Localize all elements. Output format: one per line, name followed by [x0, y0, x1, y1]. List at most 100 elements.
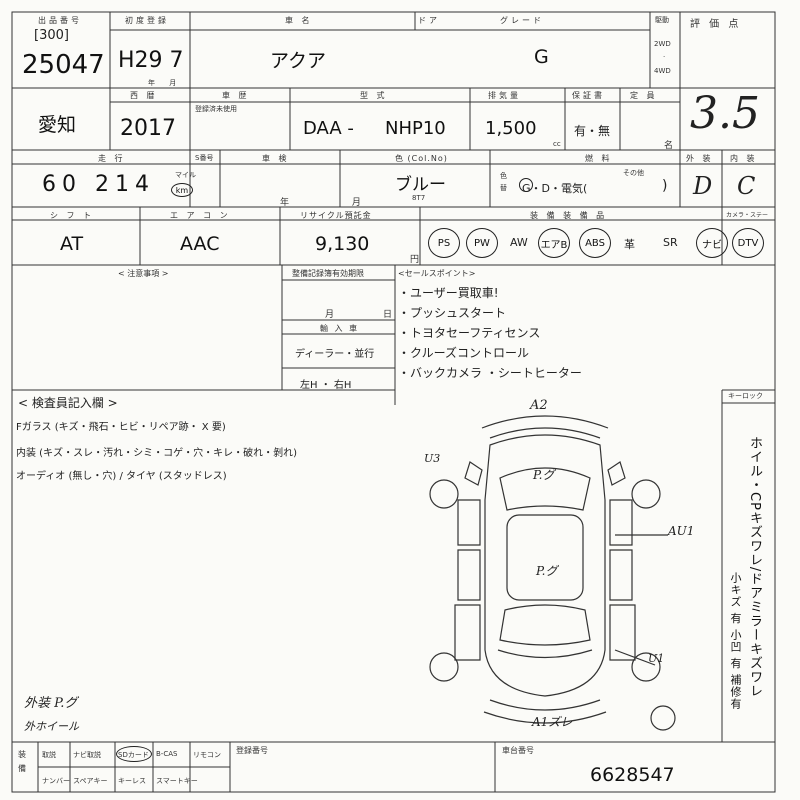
keyless-label: キーロック: [728, 392, 763, 400]
diagram-mark-rear-right: U1: [648, 652, 665, 665]
region: 愛知: [38, 114, 77, 136]
mile-unit: マイル: [175, 171, 196, 179]
footer-item: リモコン: [193, 751, 221, 759]
history-label: 車 歴: [222, 91, 250, 100]
model-label: 型 式: [360, 91, 388, 100]
drive-label: 駆動: [655, 16, 669, 24]
lot-prefix: [300]: [34, 28, 69, 43]
drive-2wd: 2WD: [654, 40, 671, 48]
lot-number: 25047: [22, 50, 105, 80]
diagram-mark-body: P.グ: [536, 564, 558, 578]
first-reg-value: H29 7: [118, 48, 184, 73]
diagram-mark-front: A2: [530, 398, 548, 413]
fuel-value: G・D・電気(: [522, 182, 588, 195]
ac-label: エ ア コ ン: [170, 211, 231, 220]
sales-point-item: ・プッシュスタート: [398, 306, 507, 320]
diagram-mark-left: U3: [424, 452, 441, 465]
color-label: 色 (Col.No): [395, 154, 448, 163]
sd-card-circle: [116, 746, 152, 762]
inspector-title: < 検査員記入欄 >: [18, 396, 118, 410]
side-note-repair: 小キズ 有 小凹 有 補修有: [729, 572, 742, 710]
day-label: 日: [383, 310, 393, 320]
dealer-value: ディーラー・並行: [295, 349, 375, 360]
grade-label: グレード: [500, 16, 544, 25]
equipment-item: ABS: [579, 228, 611, 258]
cc-unit: cc: [553, 140, 561, 148]
inspector-line3: オーディオ (無し・穴) / タイヤ (スタッドレス): [16, 471, 227, 482]
displacement-value: 1,500: [485, 118, 537, 139]
recycle-value: 9,130: [315, 233, 370, 255]
mileage-label: 走 行: [98, 154, 126, 163]
color-code: 8T7: [412, 194, 426, 202]
sales-point-item: ・ユーザー買取車!: [398, 286, 499, 300]
footer-item: スマートキー: [156, 777, 198, 785]
fuel-g-circle: [519, 178, 533, 192]
handwritten-note-exterior: 外装 P.グ: [24, 696, 78, 711]
model-value: NHP10: [385, 118, 446, 139]
footer-equip-header: 装備: [18, 750, 26, 773]
history-note: 登録済未使用: [195, 105, 237, 113]
equipment-item: PW: [466, 228, 498, 258]
s-number-label: S番号: [195, 154, 214, 162]
caution-label: < 注意事項 >: [118, 269, 169, 278]
maint-label: 保証書: [572, 91, 605, 100]
month-label: 月: [325, 310, 335, 320]
first-reg-label: 初度登録: [125, 16, 169, 25]
recycle-label: リサイクル預託金: [300, 211, 372, 220]
model-prefix: DAA -: [303, 118, 354, 139]
sales-point-item: ・トヨタセーフティセンス: [398, 326, 541, 340]
car-name-label: 車 名: [285, 16, 313, 25]
inspection-label: 車 検: [262, 154, 290, 163]
import-label: 輸 入 車: [320, 324, 360, 333]
equipment-item: PS: [428, 228, 460, 258]
sales-point-item: ・バックカメラ ・シートヒーター: [398, 366, 582, 380]
fuel-label: 燃 料: [585, 154, 613, 163]
sales-point-item: ・クルーズコントロール: [398, 346, 530, 360]
drive-4wd: 4WD: [654, 67, 671, 75]
equipment-item: エアB: [538, 228, 570, 258]
diagram-mark-right: AU1: [668, 524, 695, 538]
shift-value: AT: [60, 233, 84, 255]
score-value: 3.5: [690, 88, 760, 139]
capacity-unit: 名: [664, 141, 674, 151]
equipment-item: ナビ: [696, 228, 728, 258]
maint-value: 有・無: [574, 124, 611, 138]
footer-item: B-CAS: [156, 750, 178, 758]
grade-value: G: [534, 46, 549, 68]
equipment-label: 装 備 装 備 品: [530, 211, 608, 220]
footer-item: キーレス: [118, 777, 146, 785]
door-label: ドア: [418, 16, 440, 25]
year-value: 2017: [120, 116, 176, 141]
sales-points-label: <セールスポイント>: [398, 269, 476, 278]
year-month-label: 年 月: [148, 79, 183, 87]
year-label: 西 暦: [130, 91, 158, 100]
score-label: 評 価 点: [690, 19, 742, 30]
key-label: カメラ・ステー: [726, 212, 769, 219]
handwritten-note-wheel: 外ホイール: [24, 720, 79, 733]
handle-value: 左H ・ 右H: [300, 380, 352, 391]
diagram-mark-roof: P.グ: [533, 468, 555, 482]
chassis-label: 車台番号: [502, 746, 534, 755]
equipment-item: AW: [510, 236, 528, 249]
yen-unit: 円: [410, 255, 420, 265]
fuel-other: その他: [623, 169, 644, 177]
displacement-label: 排気量: [488, 91, 521, 100]
lot-label: 出品番号: [38, 16, 82, 25]
equipment-item: 革: [624, 238, 635, 251]
interior-grade: C: [737, 172, 756, 200]
equipment-item: SR: [663, 236, 678, 249]
chassis-number: 6628547: [590, 764, 675, 786]
ac-value: AAC: [180, 233, 220, 255]
inspection-date: 年 月: [280, 198, 391, 208]
capacity-label: 定 員: [630, 91, 658, 100]
footer-item: スペアキー: [73, 777, 108, 785]
car-name: アクア: [270, 50, 327, 72]
footer-item: 取説: [42, 751, 56, 759]
storage-label: 整備記録簿有効期限: [292, 269, 364, 278]
shift-label: シ フ ト: [50, 211, 95, 220]
km-unit-circled: km: [171, 183, 193, 197]
color-change: 色替: [500, 172, 507, 192]
equipment-item: DTV: [732, 228, 764, 258]
